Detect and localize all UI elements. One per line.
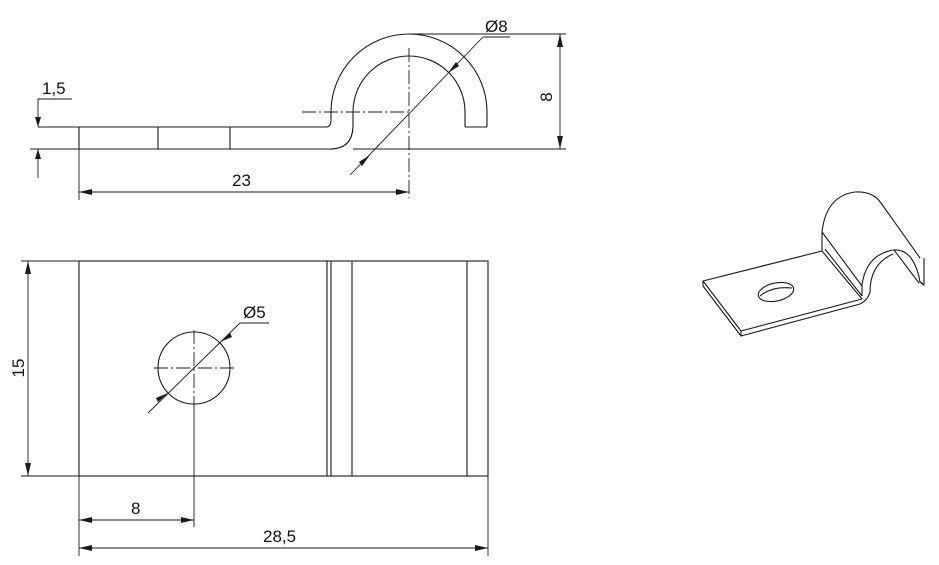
dim-thickness: 1,5	[35, 79, 72, 178]
plate-outline	[78, 260, 489, 477]
plate-front-edge	[740, 291, 871, 337]
clamp-inner-edge	[893, 249, 920, 284]
dim-hole-offset: 8	[79, 499, 194, 523]
dim-label-thickness: 1,5	[42, 79, 66, 98]
clamp-leg-end	[919, 281, 925, 286]
dim-clamp-diameter: Ø8	[349, 17, 510, 176]
dim-label-overall-length: 28,5	[263, 527, 296, 546]
dim-overall-length: 28,5	[79, 527, 488, 551]
dim-label-width: 15	[9, 359, 28, 378]
dim-label-clamp-diameter: Ø8	[485, 17, 508, 36]
dim-width: 15	[9, 261, 31, 476]
clamp-front-bend	[821, 231, 863, 287]
plate-top-face	[702, 250, 863, 332]
iso-hole	[757, 281, 795, 303]
dim-label-hole-position: 23	[232, 171, 251, 190]
dim-label-hole-diameter: Ø5	[243, 303, 266, 322]
dim-height: 8	[537, 34, 563, 149]
strip-top-edge	[79, 119, 332, 128]
dim-hole-diameter: Ø5	[147, 303, 269, 414]
dim-label-hole-offset: 8	[131, 499, 140, 518]
clamp-inner-arc	[861, 249, 925, 296]
dim-hole-position: 23	[79, 171, 409, 195]
isometric-view	[702, 191, 925, 337]
strip-bottom-edge	[79, 124, 354, 150]
top-view: Ø5 15 8 28,5	[9, 260, 489, 556]
clamp-top-outer	[821, 191, 921, 259]
dim-label-height: 8	[537, 92, 556, 101]
plate-left-edge	[702, 281, 742, 337]
iso-hole-inner	[759, 287, 793, 297]
plate-bend-inner	[824, 248, 863, 297]
side-view: 1,5 23 Ø8 8	[30, 17, 566, 200]
clamp-inner-surface	[869, 253, 894, 293]
